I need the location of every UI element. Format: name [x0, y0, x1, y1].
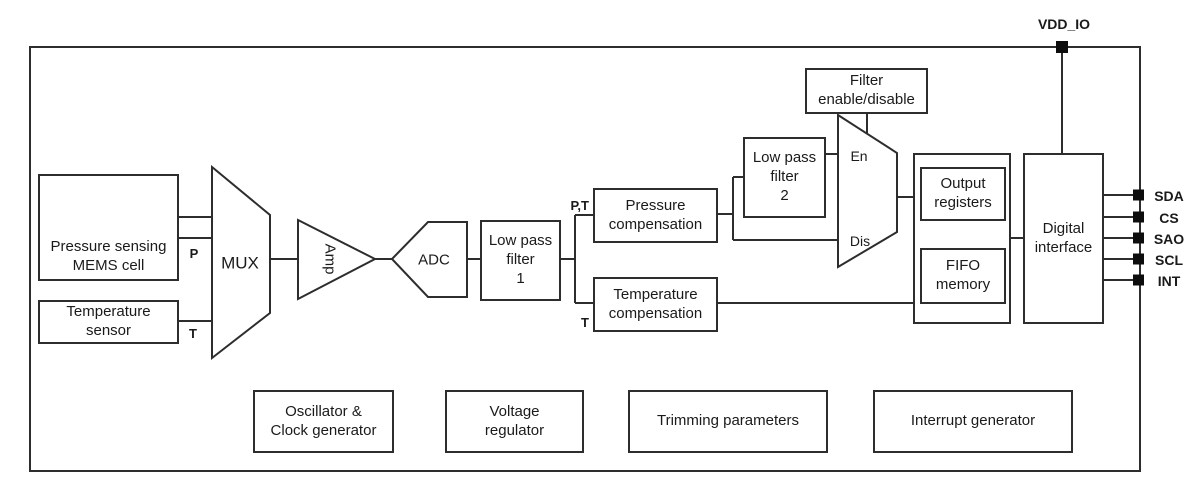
- block-digital-interface: Digital interface: [1023, 153, 1104, 324]
- pin-pad: [1133, 211, 1144, 223]
- adc-shape: [390, 221, 468, 298]
- block-temperature-compensation: Temperature compensation: [593, 277, 718, 332]
- block-oscillator-clock-generator: Oscillator & Clock generator: [253, 390, 394, 453]
- filter-mux-shape: [837, 113, 898, 269]
- block-interrupt-generator: Interrupt generator: [873, 390, 1073, 453]
- filter-mux-en-label: En: [850, 148, 867, 164]
- filter-mux-dis-label: Dis: [850, 233, 870, 249]
- pin-label-sda: SDA: [1154, 188, 1184, 204]
- block-mems-cell: Pressure sensing MEMS cell: [38, 174, 179, 281]
- block-low-pass-filter-2: Low pass filter 2: [743, 137, 826, 218]
- adc-label: ADC: [418, 252, 450, 269]
- pin-label-cs: CS: [1159, 210, 1179, 226]
- pin-pad: [1133, 232, 1144, 244]
- amp-label: Amp: [322, 244, 339, 275]
- block-low-pass-filter-1: Low pass filter 1: [480, 220, 561, 301]
- block-voltage-regulator: Voltage regulator: [445, 390, 584, 453]
- block-pressure-compensation: Pressure compensation: [593, 188, 718, 243]
- block-fifo-memory: FIFO memory: [920, 248, 1006, 304]
- block-filter-enable-disable: Filter enable/disable: [805, 68, 928, 114]
- vdd-pad: [1056, 41, 1068, 53]
- pin-label-int: INT: [1157, 273, 1181, 289]
- mux-shape: [211, 164, 271, 361]
- block-trimming-parameters: Trimming parameters: [628, 390, 828, 453]
- block-output-registers: Output registers: [920, 167, 1006, 221]
- signal-label-p: P: [189, 246, 199, 261]
- signal-label-pt: P,T: [570, 198, 589, 213]
- pin-pad: [1133, 274, 1144, 286]
- mux-label: MUX: [221, 254, 259, 273]
- signal-label-t-mid: T: [581, 315, 589, 330]
- block-temperature-sensor: Temperature sensor: [38, 300, 179, 344]
- pin-label-scl: SCL: [1155, 252, 1183, 268]
- pin-label-sao: SAO: [1153, 231, 1185, 247]
- pin-label-vdd-io: VDD_IO: [1037, 16, 1091, 32]
- pin-pad: [1133, 253, 1144, 265]
- signal-label-t: T: [189, 326, 197, 341]
- pin-pads: [1056, 41, 1144, 286]
- amp-shape: [297, 218, 378, 301]
- pin-pad: [1133, 189, 1144, 201]
